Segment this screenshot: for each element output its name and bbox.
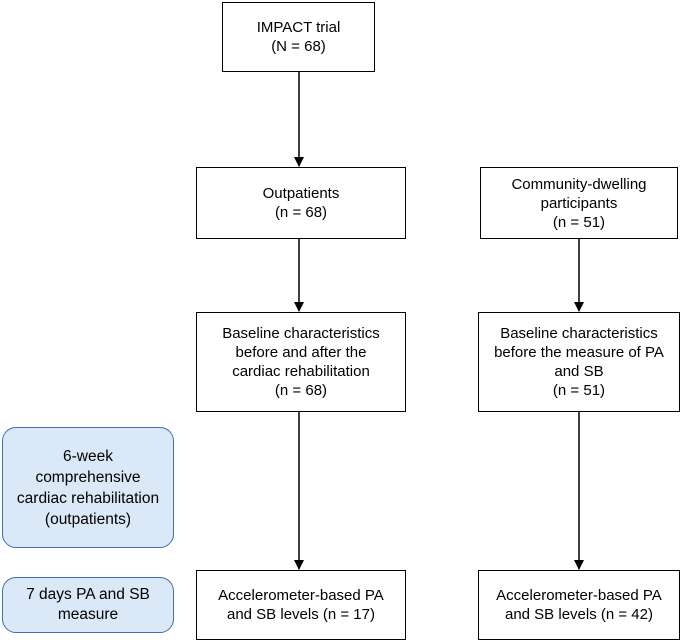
baseline-community-line1: Baseline characteristics [500,325,658,342]
accelerometer-community-line2: and SB levels (n = 42) [504,606,653,623]
outpatients-label: Outpatients (n = 68) [263,184,340,222]
community-box: Community-dwelling participants (n = 51) [480,167,678,239]
accelerometer-outpatients-label: Accelerometer-based PA and SB levels (n … [218,586,384,624]
accelerometer-community-box: Accelerometer-based PA and SB levels (n … [478,570,680,640]
baseline-outpatients-box: Baseline characteristics before and afte… [196,312,406,412]
rehab-phase-line3: cardiac rehabilitation [16,489,160,507]
accelerometer-community-line1: Accelerometer-based PA [496,587,662,604]
measure-phase-text: 7 days PA and SB measure [26,585,150,625]
baseline-outpatients-line1: Baseline characteristics [222,325,380,342]
rehab-phase-line4: (outpatients) [44,510,132,528]
baseline-outpatients-line2: before and after the [235,344,367,361]
outpatients-title: Outpatients [262,185,340,202]
community-count: (n = 51) [552,213,606,231]
measure-phase-label: 7 days PA and SB measure [2,577,174,633]
accelerometer-outpatients-line1: Accelerometer-based PA [218,587,384,604]
baseline-community-label: Baseline characteristics before the meas… [494,324,664,400]
baseline-outpatients-line3: cardiac rehabilitation [232,363,370,380]
community-title-line2: participants [540,194,618,212]
impact-trial-title: IMPACT trial [256,19,341,36]
accelerometer-outpatients-box: Accelerometer-based PA and SB levels (n … [196,570,406,640]
baseline-community-line3: and SB [554,363,604,380]
rehab-phase-label: 6-week comprehensive cardiac rehabilitat… [2,427,174,548]
impact-trial-count: (N = 68) [271,38,326,55]
impact-trial-box: IMPACT trial (N = 68) [222,2,375,72]
rehab-phase-line2: comprehensive [35,468,141,486]
baseline-community-count: (n = 51) [552,382,606,399]
baseline-outpatients-label: Baseline characteristics before and afte… [222,324,380,400]
measure-phase-line2: measure [57,606,119,623]
baseline-community-box: Baseline characteristics before the meas… [478,312,680,412]
rehab-phase-text: 6-week comprehensive cardiac rehabilitat… [17,446,159,530]
rehab-phase-line1: 6-week [63,447,113,465]
measure-phase-line1: 7 days PA and SB [26,586,150,603]
baseline-community-line2: before the measure of PA [494,344,664,361]
community-label: Community-dwelling participants (n = 51) [511,175,646,232]
baseline-outpatients-count: (n = 68) [274,382,328,399]
community-title-line1: Community-dwelling [511,175,647,193]
accelerometer-outpatients-line2: and SB levels (n = 17) [226,606,375,623]
outpatients-count: (n = 68) [274,204,328,221]
outpatients-box: Outpatients (n = 68) [196,167,406,239]
accelerometer-community-label: Accelerometer-based PA and SB levels (n … [496,586,662,624]
impact-trial-label: IMPACT trial (N = 68) [257,18,341,56]
